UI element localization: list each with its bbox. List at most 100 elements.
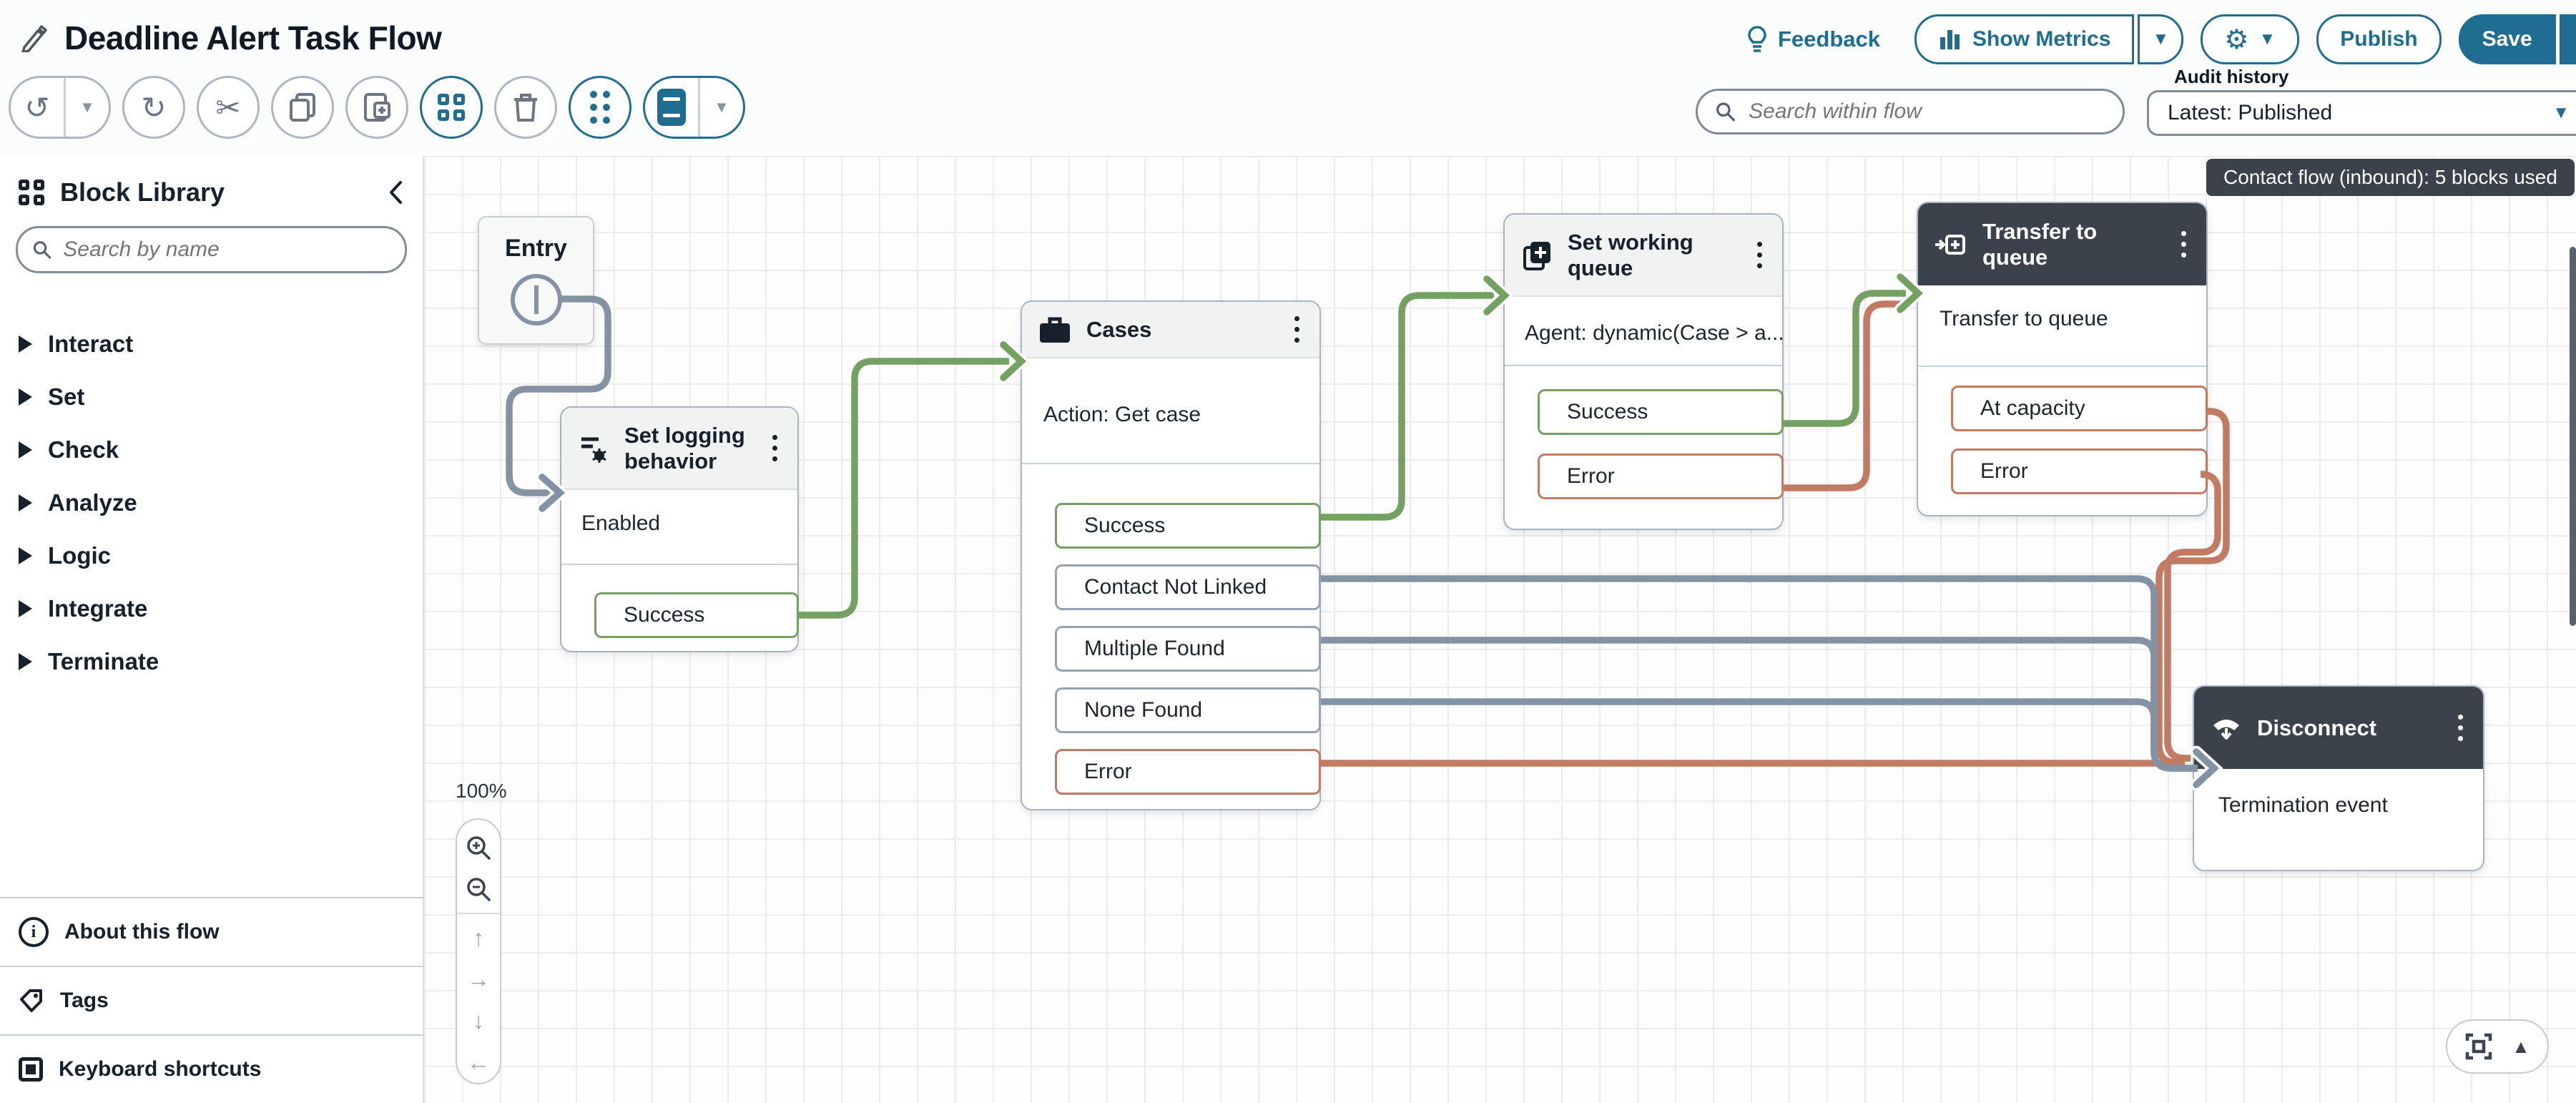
block-cases[interactable]: Cases Action: Get case Success Contact N…: [1021, 300, 1321, 810]
expand-panel-icon[interactable]: ▲: [2512, 1036, 2530, 1058]
redo-button[interactable]: ↻: [122, 76, 185, 139]
briefcase-icon: [1038, 315, 1072, 345]
vertical-scrollbar[interactable]: [2570, 247, 2576, 626]
block-header: Transfer to queue: [1918, 203, 2206, 285]
entry-point-port[interactable]: [511, 274, 562, 325]
block-library-panel: Block Library Interact Set Check Analyze…: [0, 156, 424, 1103]
flow-search-input[interactable]: [1747, 99, 2105, 124]
arrow-right-icon: →: [467, 966, 490, 993]
block-parameter-row[interactable]: Agent: dynamic(Case > a...: [1505, 297, 1782, 365]
chevron-down-icon: ▼: [714, 98, 729, 117]
flow-title-row: Deadline Alert Task Flow: [19, 19, 441, 57]
block-entry[interactable]: Entry: [478, 216, 594, 345]
caret-right-icon: [19, 547, 32, 564]
category-logic[interactable]: Logic: [0, 529, 423, 582]
output-port-success[interactable]: Success: [1055, 503, 1321, 549]
output-port-error[interactable]: Error: [1538, 454, 1784, 499]
info-icon: i: [19, 917, 49, 947]
block-transfer-to-queue[interactable]: Transfer to queue Transfer to queue At c…: [1917, 202, 2208, 516]
divider: [457, 913, 500, 914]
output-port-error[interactable]: Error: [1055, 749, 1321, 795]
output-port-success[interactable]: Success: [1538, 389, 1784, 435]
copy-button[interactable]: [271, 76, 334, 139]
pan-up-button[interactable]: ↑: [457, 917, 500, 959]
search-icon: [32, 239, 51, 260]
block-menu-kebab-icon[interactable]: [2454, 710, 2467, 745]
output-label: At capacity: [1980, 396, 2085, 421]
block-title: Set working queue: [1568, 230, 1739, 280]
show-metrics-dropdown[interactable]: ▼: [2138, 14, 2183, 64]
publish-button[interactable]: Publish: [2316, 14, 2441, 64]
category-set[interactable]: Set: [0, 371, 423, 423]
output-port-contact-not-linked[interactable]: Contact Not Linked: [1055, 564, 1321, 610]
save-dropdown[interactable]: ▼: [2560, 14, 2576, 64]
fit-to-screen-icon[interactable]: [2464, 1032, 2493, 1061]
audit-history-value: Latest: Published: [2168, 101, 2332, 125]
publish-label: Publish: [2340, 27, 2417, 52]
save-split-button: Save ▼: [2459, 14, 2576, 64]
paste-button[interactable]: [345, 76, 408, 139]
edit-pencil-icon[interactable]: [19, 24, 47, 52]
layout-dropdown[interactable]: ▼: [698, 78, 743, 137]
block-menu-kebab-icon[interactable]: [768, 431, 782, 466]
output-port-error[interactable]: Error: [1951, 448, 2208, 494]
block-set-logging-behavior[interactable]: Set logging behavior Enabled Success: [560, 406, 799, 652]
scissors-icon: ✂: [215, 90, 240, 125]
undo-button[interactable]: ↺: [11, 78, 64, 137]
audit-history-select[interactable]: Latest: Published ▼: [2147, 90, 2576, 136]
output-label: Contact Not Linked: [1084, 575, 1267, 599]
zoom-in-button[interactable]: [457, 827, 500, 868]
block-title: Disconnect: [2257, 715, 2439, 741]
caret-right-icon: [19, 388, 32, 406]
settings-dropdown-button[interactable]: ⚙ ▼: [2201, 14, 2299, 64]
category-check[interactable]: Check: [0, 423, 423, 476]
copy-icon: [288, 92, 317, 123]
block-outputs: Success: [561, 564, 797, 652]
pan-right-button[interactable]: →: [457, 959, 500, 1000]
flow-canvas[interactable]: Contact flow (inbound): 5 blocks used En…: [424, 156, 2576, 1103]
block-body-text: Agent: dynamic(Case > a...: [1525, 321, 1782, 345]
undo-dropdown[interactable]: ▼: [64, 78, 109, 137]
block-outputs: Success Contact Not Linked Multiple Foun…: [1022, 463, 1319, 819]
output-port-success[interactable]: Success: [594, 592, 799, 638]
output-port-multiple-found[interactable]: Multiple Found: [1055, 626, 1321, 672]
block-title: Cases: [1086, 317, 1276, 343]
gear-icon: ⚙: [2224, 24, 2248, 56]
layout-button[interactable]: [645, 78, 698, 137]
output-port-at-capacity[interactable]: At capacity: [1951, 386, 2208, 431]
block-menu-kebab-icon[interactable]: [1753, 237, 1766, 273]
drag-handle-button[interactable]: [569, 76, 631, 139]
layout-panel-icon: [657, 89, 686, 126]
feedback-button[interactable]: Feedback: [1745, 25, 1880, 54]
category-integrate[interactable]: Integrate: [0, 582, 423, 635]
flow-search-box: [1696, 89, 2125, 134]
category-terminate[interactable]: Terminate: [0, 635, 423, 688]
collapse-panel-icon[interactable]: [387, 180, 404, 205]
save-button[interactable]: Save: [2459, 14, 2556, 64]
about-this-flow[interactable]: i About this flow: [0, 897, 423, 966]
footer-label: About this flow: [64, 920, 220, 944]
keyboard-shortcuts[interactable]: Keyboard shortcuts: [0, 1034, 423, 1103]
zoom-out-button[interactable]: [457, 868, 500, 910]
category-interact[interactable]: Interact: [0, 318, 423, 371]
show-metrics-button[interactable]: Show Metrics: [1914, 14, 2134, 64]
library-search-input[interactable]: [62, 237, 390, 263]
page-title: Deadline Alert Task Flow: [64, 19, 441, 57]
delete-button[interactable]: [494, 76, 557, 139]
blocks-grid-button[interactable]: [420, 76, 483, 139]
block-menu-kebab-icon[interactable]: [1290, 312, 1304, 347]
pan-left-button[interactable]: ←: [457, 1041, 500, 1083]
block-header: Set logging behavior: [561, 408, 797, 490]
lightbulb-icon: [1745, 25, 1769, 54]
output-port-none-found[interactable]: None Found: [1055, 687, 1321, 733]
block-menu-kebab-icon[interactable]: [2177, 227, 2191, 262]
category-analyze[interactable]: Analyze: [0, 476, 423, 529]
arrow-left-icon: ←: [467, 1049, 490, 1076]
block-disconnect[interactable]: Disconnect Termination event: [2193, 685, 2484, 871]
chevron-down-icon: ▼: [2258, 29, 2276, 49]
block-set-working-queue[interactable]: Set working queue Agent: dynamic(Case > …: [1503, 213, 1784, 530]
cut-button[interactable]: ✂: [197, 76, 260, 139]
tags[interactable]: Tags: [0, 966, 423, 1034]
pan-down-button[interactable]: ↓: [457, 1000, 500, 1041]
block-body-text: Transfer to queue: [1918, 285, 2206, 366]
